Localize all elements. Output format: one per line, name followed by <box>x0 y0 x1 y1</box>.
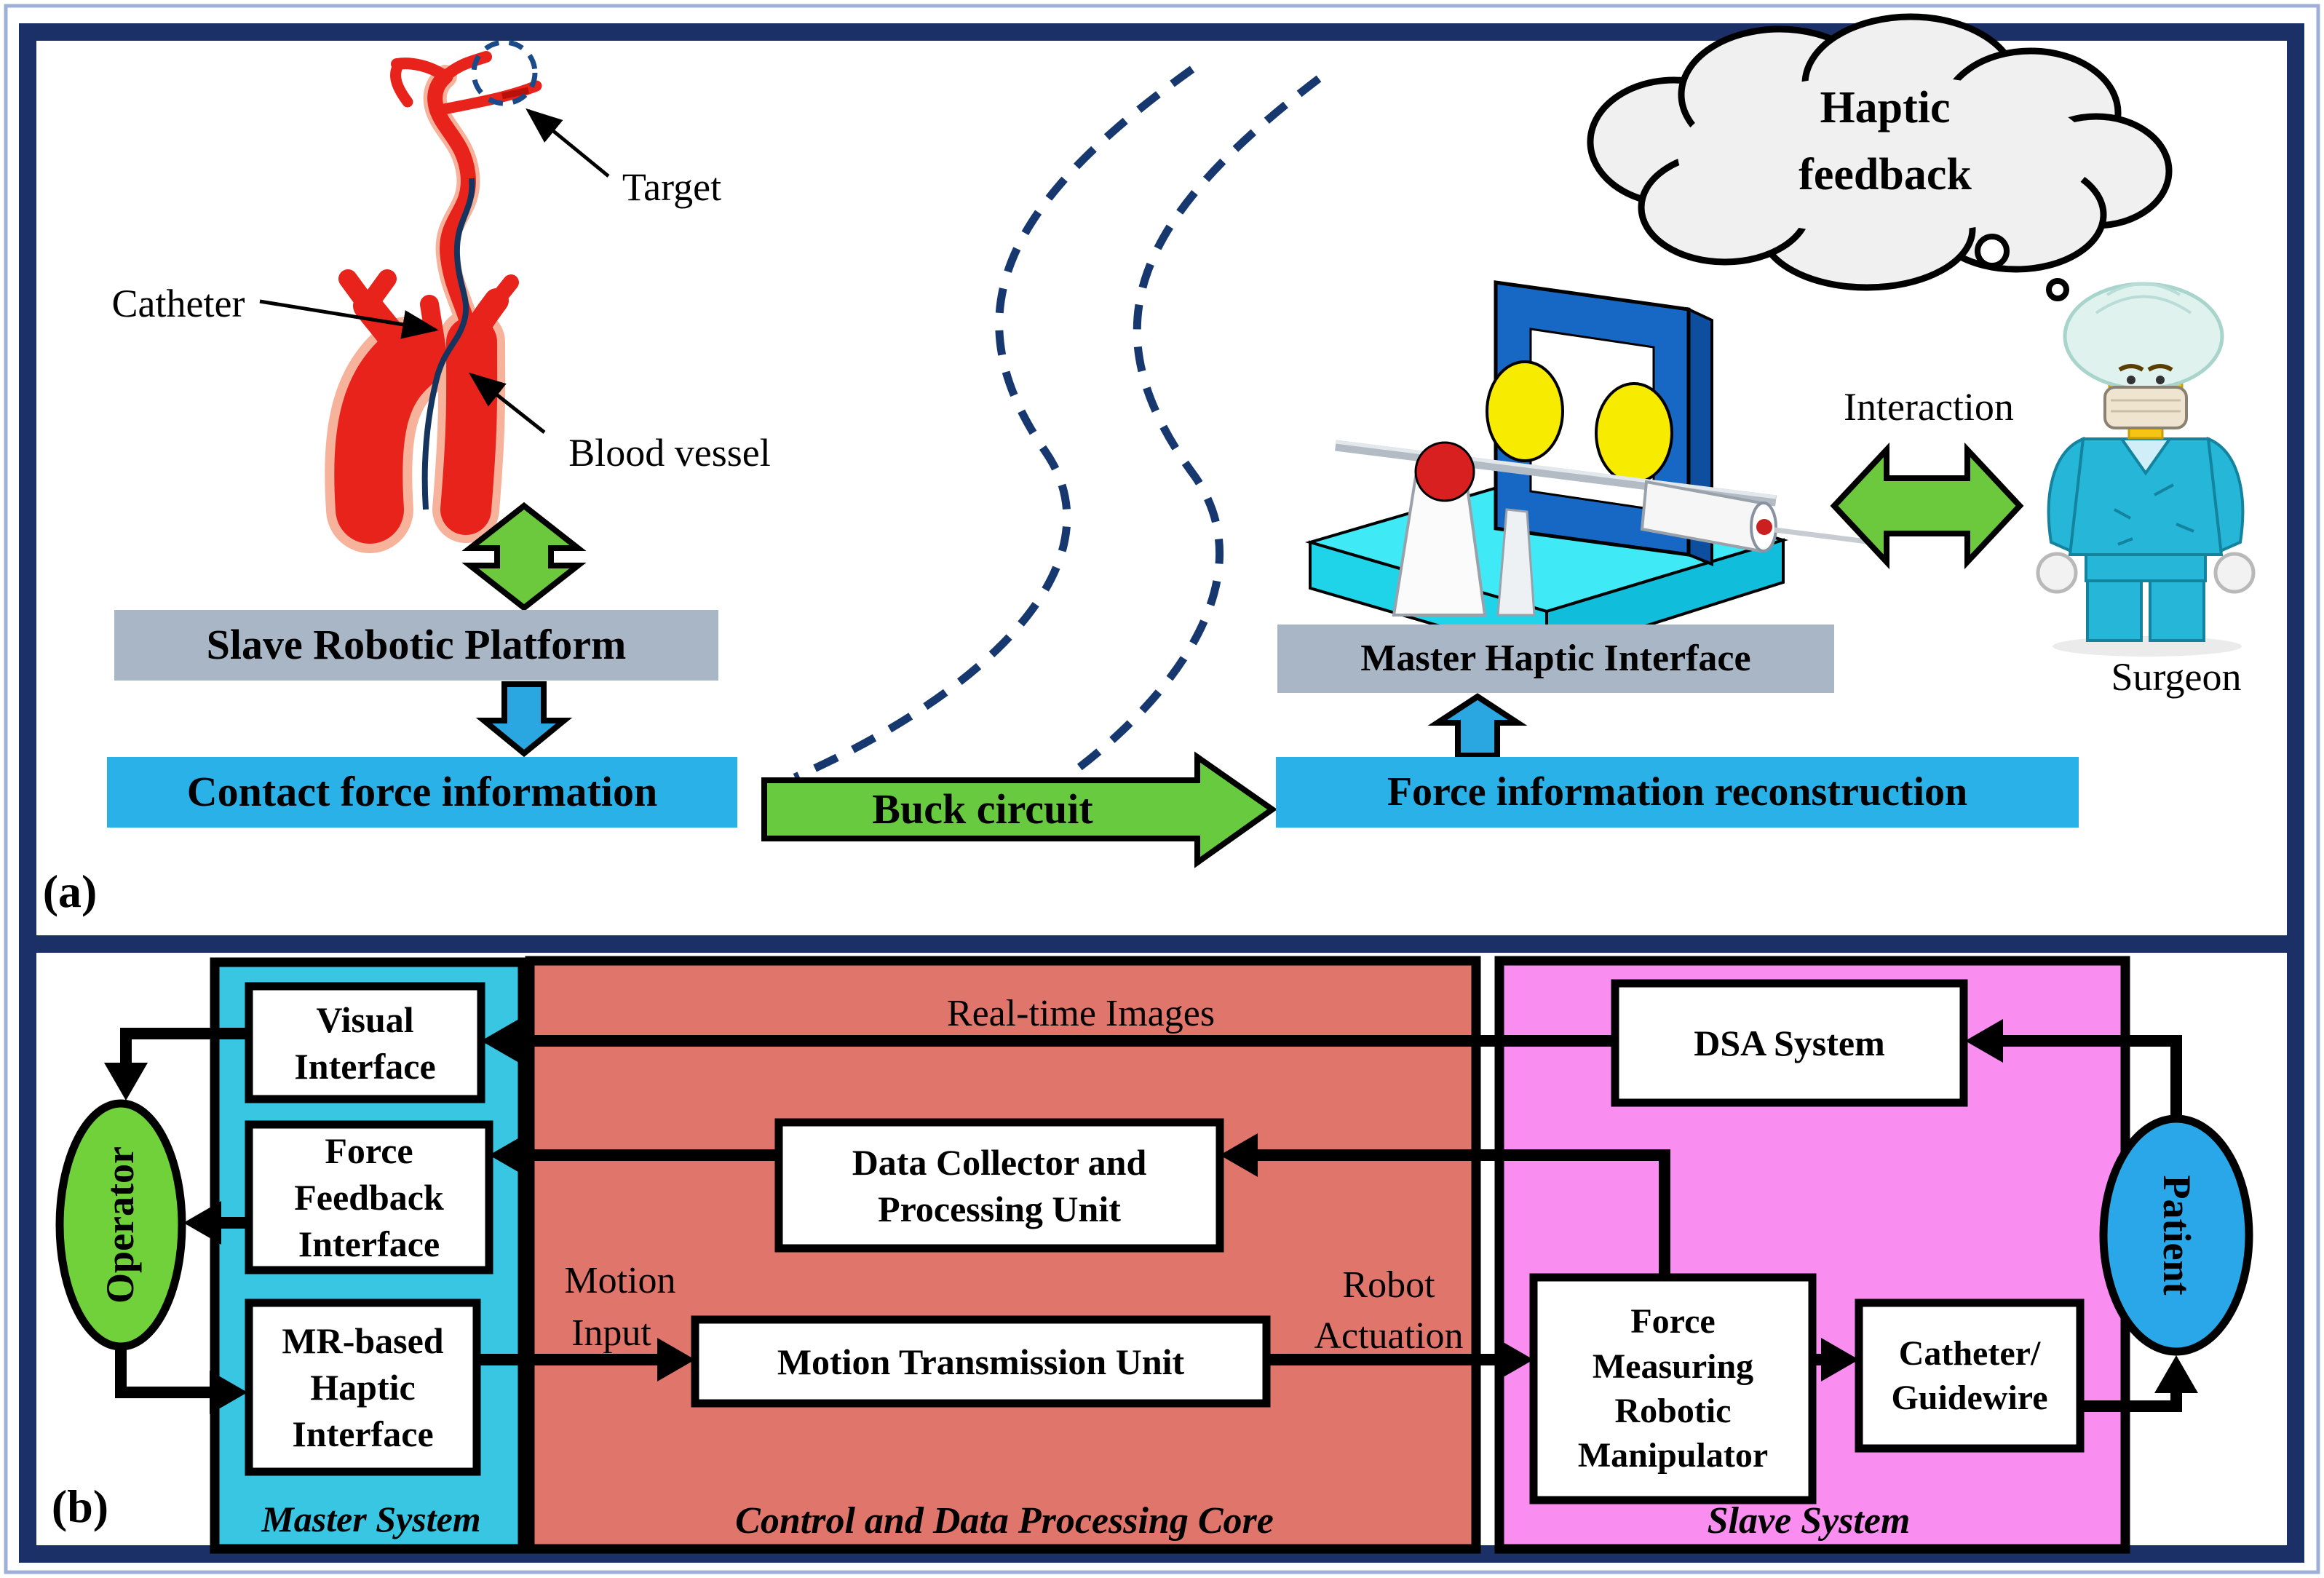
ffi-line2: Feedback <box>294 1177 444 1218</box>
blood-vessel-label: Blood vessel <box>568 431 771 475</box>
line-visual-to-operator <box>120 1028 249 1064</box>
haptic-feedback-line1: Haptic <box>1820 83 1951 133</box>
mr-haptic-interface-box <box>245 1299 481 1476</box>
vessel-target-tip <box>501 87 529 100</box>
contact-force-information-label: Contact force information <box>186 768 658 816</box>
dcpu-line2: Processing Unit <box>878 1188 1121 1229</box>
catheter-label: Catheter <box>111 282 245 326</box>
blood-vessel-pointer-arrow <box>469 372 546 434</box>
motion-input-line2: Input <box>571 1312 651 1354</box>
coil-left <box>1486 360 1564 462</box>
dashed-separation-curves <box>793 66 1322 782</box>
blood-vessel-illustration <box>259 39 610 553</box>
operator-label: Operator <box>98 1146 143 1304</box>
mr-haptic-interface-label: MR-based Haptic Interface <box>249 1303 477 1472</box>
interaction-double-arrow <box>1830 442 2024 570</box>
scrub-cap <box>2063 282 2224 391</box>
red-knob <box>1414 441 1475 502</box>
force-feedback-interface-box <box>245 1120 493 1274</box>
line-cg-to-patient <box>2080 1390 2182 1412</box>
fm-line4: Manipulator <box>1577 1436 1769 1475</box>
force-information-reconstruction-label: Force information reconstruction <box>1387 769 1968 814</box>
panel-a-tag: (a) <box>42 865 98 918</box>
control-core-box <box>525 956 1481 1554</box>
dsa-system-label: DSA System <box>1694 1023 1885 1063</box>
control-core-label: Control and Data Processing Core <box>735 1499 1274 1542</box>
patient-label: Patient <box>2154 1175 2199 1296</box>
force-measuring-label: Force Measuring Robotic Manipulator <box>1534 1277 1812 1500</box>
fm-line2: Measuring <box>1592 1347 1754 1386</box>
mr-line2: Haptic <box>310 1367 416 1408</box>
force-feedback-interface-label: Force Feedback Interface <box>249 1125 489 1270</box>
mr-line1: MR-based <box>282 1320 444 1361</box>
leg-left <box>2086 579 2143 642</box>
haptic-feedback-cloud <box>1587 13 2173 330</box>
hand-right <box>2213 552 2256 594</box>
hips <box>2085 553 2207 582</box>
catheter-line <box>421 178 475 510</box>
real-time-images-label: Real-time Images <box>946 992 1215 1034</box>
force-measuring-box <box>1529 1273 1817 1504</box>
visual-interface-box <box>245 982 485 1103</box>
outer-hairline-frame <box>4 4 2320 1574</box>
ffi-line1: Force <box>325 1130 413 1171</box>
blue-down-arrow <box>475 681 573 758</box>
connector-lines <box>115 1028 2182 1412</box>
motion-input-line1: Motion <box>564 1259 676 1301</box>
ffi-line3: Interface <box>298 1224 440 1264</box>
motion-transmission-unit-label: Motion Transmission Unit <box>777 1341 1185 1382</box>
catheter-guidewire-box <box>1855 1299 2085 1453</box>
mr-line3: Interface <box>292 1414 434 1454</box>
surgeon-label: Surgeon <box>2111 655 2242 699</box>
haptic-feedback-line2: feedback <box>1798 150 1972 200</box>
data-collector-box <box>774 1118 1224 1253</box>
leg-right <box>2149 579 2205 642</box>
fm-line1: Force <box>1630 1302 1716 1341</box>
robot-actuation-line1: Robot <box>1342 1264 1435 1306</box>
line-operator-to-mr <box>115 1347 213 1398</box>
blue-up-arrow <box>1427 693 1528 758</box>
dcpu-line1: Data Collector and <box>852 1141 1147 1183</box>
data-collector-label: Data Collector and Processing Unit <box>779 1122 1220 1248</box>
dsa-system-box <box>1611 979 1968 1107</box>
force-information-reconstruction-box <box>1276 757 2079 828</box>
line-patient-to-dsa <box>2000 1035 2182 1121</box>
surgeon-figure <box>2036 282 2256 657</box>
target-dashed-circle <box>471 39 538 106</box>
buck-circuit-arrow <box>761 751 1277 868</box>
visual-interface-line1: Visual <box>316 999 414 1040</box>
cg-line2: Guidewire <box>1891 1379 2048 1417</box>
fm-line3: Robotic <box>1614 1392 1732 1430</box>
slave-robotic-platform-box <box>114 610 718 681</box>
robot-actuation-line2: Actuation <box>1314 1315 1464 1357</box>
line-fm-to-dcpu <box>1255 1149 1670 1281</box>
hand-left <box>2036 552 2078 594</box>
cg-line1: Catheter/ <box>1898 1333 2041 1373</box>
panel-b-tag: (b) <box>51 1480 109 1533</box>
master-haptic-interface-label: Master Haptic Interface <box>1360 637 1751 679</box>
eyebrows <box>2118 364 2173 372</box>
buck-circuit-label: Buck circuit <box>872 785 1093 833</box>
coil-right <box>1595 382 1673 484</box>
master-haptic-interface-box <box>1277 625 1834 693</box>
slave-system-label: Slave System <box>1707 1499 1911 1542</box>
connector-arrowheads <box>104 1019 2198 1414</box>
motion-transmission-unit-box <box>691 1315 1271 1408</box>
green-vertical-double-arrow <box>461 501 587 612</box>
visual-interface-line2: Interface <box>294 1045 436 1087</box>
catheter-pointer-arrow <box>259 299 439 339</box>
thought-bubbles <box>1975 234 2124 330</box>
surgical-mask <box>2103 386 2188 429</box>
contact-force-information-box <box>107 757 737 828</box>
visual-interface-label: Visual Interface <box>249 986 481 1099</box>
target-label: Target <box>622 165 722 210</box>
target-pointer-arrow <box>526 108 610 178</box>
catheter-guidewire-label: Catheter/ Guidewire <box>1859 1303 2080 1448</box>
master-system-label: Master System <box>261 1499 481 1539</box>
slave-robotic-platform-label: Slave Robotic Platform <box>206 621 627 669</box>
interaction-label: Interaction <box>1844 385 2014 429</box>
